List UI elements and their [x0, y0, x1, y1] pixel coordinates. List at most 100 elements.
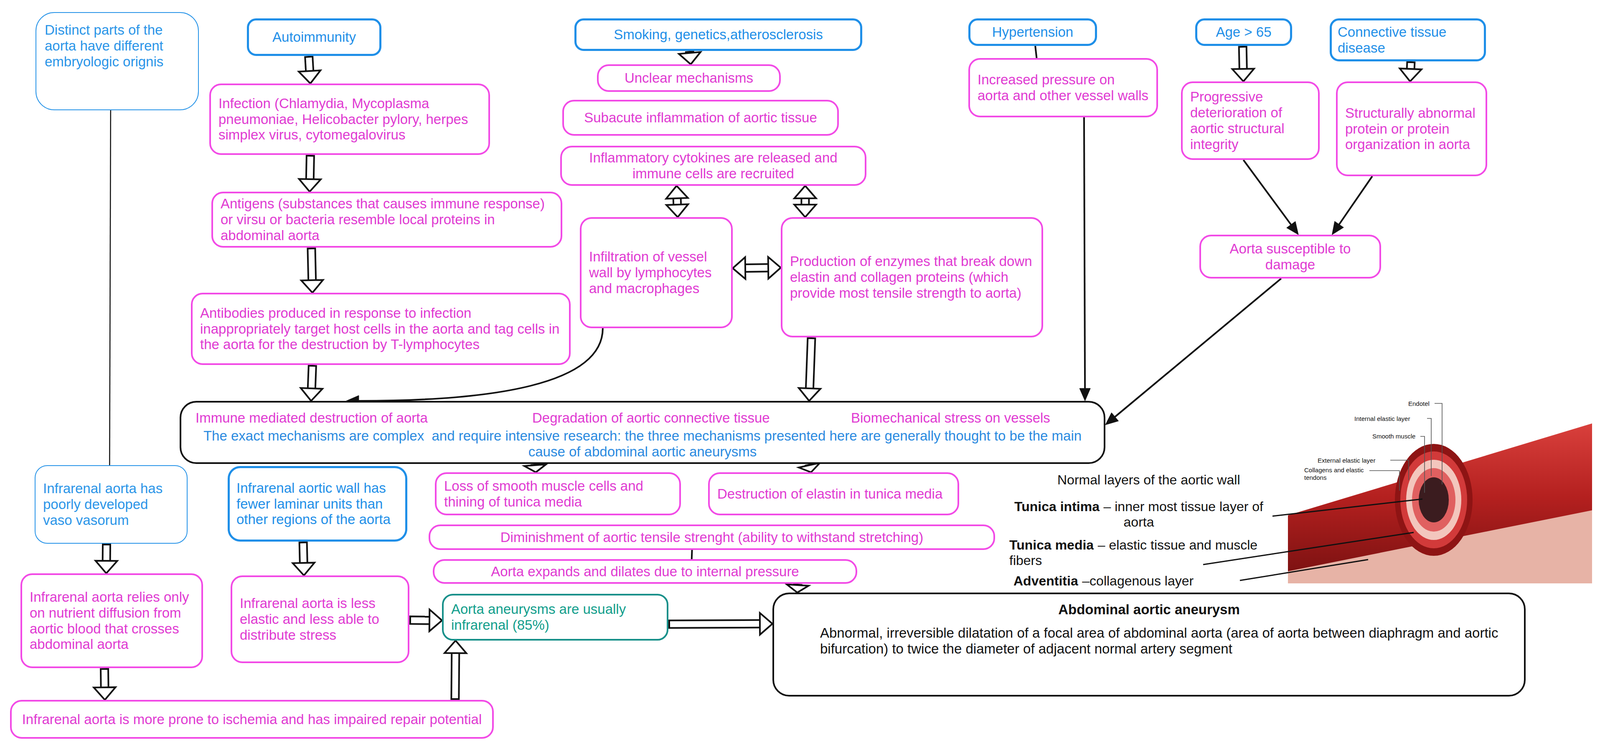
connector-line: [1114, 278, 1282, 417]
connector-line: [311, 366, 313, 389]
label-group: Tunica intima– inner most tissue layer o…: [1009, 499, 1269, 531]
label-text: External elastic layer: [1317, 457, 1376, 465]
arrow-head: [429, 609, 442, 632]
arrow-head: [1232, 68, 1255, 82]
box-heading: Abdominal aortic aneurysm: [799, 601, 1499, 618]
process-box: Infiltration of vessel wall by lymphocyt…: [579, 217, 733, 329]
arrow-head: [798, 388, 821, 402]
summary-box: Immune mediated destruction of aortaDegr…: [179, 401, 1106, 465]
mechanism-heading: Immune mediated destruction of aorta: [195, 410, 522, 427]
connector-line: [745, 264, 769, 272]
connector-line: [1243, 160, 1291, 225]
node-text: Infrarenal aortic wall has fewer laminar…: [236, 480, 399, 529]
label-group: Internal elastic layer: [1354, 415, 1410, 423]
arrow-head: [1079, 388, 1091, 402]
label-group: Smooth muscle: [1372, 432, 1416, 441]
connector-line: [450, 653, 460, 701]
connector-line: [99, 668, 110, 688]
aorta-lumen: [1418, 477, 1449, 523]
connector-line: [674, 198, 681, 205]
connector-line: [800, 198, 810, 205]
node-text: Loss of smooth muscle cells and thining …: [444, 478, 672, 511]
arrow-head: [93, 687, 116, 701]
connector-arrow: [1105, 278, 1282, 425]
process-box: Antigens (substances that causes immune …: [211, 191, 563, 248]
connector-line: [1339, 176, 1373, 225]
arrow-head: [1105, 412, 1119, 425]
connector-arrow: [666, 185, 689, 218]
node-text: Antigens (substances that causes immune …: [220, 195, 554, 244]
label-group: Normal layers of the aortic wall: [1057, 472, 1292, 488]
arrow-head: [759, 613, 773, 635]
connector-line: [109, 110, 111, 466]
process-box: Distinct parts of the aorta have differe…: [35, 12, 199, 111]
connector-arrow: [109, 110, 111, 466]
connector-line: [802, 198, 808, 205]
connector-line: [308, 57, 310, 72]
connector-line: [1406, 61, 1416, 69]
connector-line: [101, 670, 108, 688]
process-box: Subacute inflammation of aortic tissue: [562, 99, 839, 136]
leader-line: [1420, 436, 1425, 493]
connector-arrow: [787, 584, 809, 593]
label-group: Endotel: [1408, 400, 1430, 408]
process-box: Diminishment of aortic tensile strenght …: [428, 524, 996, 551]
process-box: Infrarenal aorta is less elastic and les…: [230, 575, 410, 664]
connector-arrow: [798, 337, 821, 402]
connector-arrow: [299, 154, 321, 192]
arrow-head: [732, 257, 746, 280]
connector-line: [670, 621, 760, 628]
process-box: Aorta expands and dilates due to interna…: [432, 559, 858, 585]
connector-arrow: [93, 668, 116, 701]
process-box: Inflammatory cytokines are released and …: [560, 145, 867, 186]
label-text: Normal layers of the aortic wall: [1057, 472, 1240, 488]
label-text: –collagenous layer: [1081, 573, 1194, 589]
connector-line: [311, 249, 313, 281]
process-box: Loss of smooth muscle cells and thining …: [434, 472, 681, 516]
connector-line: [745, 263, 769, 273]
node-text: Subacute inflammation of aortic tissue: [571, 109, 830, 126]
arrow-head: [666, 204, 689, 218]
connector-line: [308, 55, 310, 72]
node-text: Infrarenal aorta is more prone to ischem…: [19, 711, 485, 728]
connector-arrow: [409, 609, 442, 632]
arrow-head: [444, 640, 467, 654]
connector-arrow: [95, 543, 118, 574]
node-text: Connective tissue disease: [1337, 24, 1479, 56]
node-text: Autoimmunity: [254, 29, 374, 46]
connector-arrow: [524, 464, 547, 473]
process-box: Infection (Chlamydia, Mycoplasma pneumon…: [209, 83, 491, 155]
arrow-head: [1399, 68, 1422, 82]
process-box: Age > 65: [1195, 18, 1293, 46]
layer-name: Adventitia: [1013, 573, 1079, 589]
connector-line: [809, 339, 812, 389]
process-box: Aorta aneurysms are usually infrarenal (…: [441, 594, 669, 641]
node-text: Infiltration of vessel wall by lymphocyt…: [589, 248, 724, 297]
leader-line: [1272, 499, 1423, 517]
node-text: Infection (Chlamydia, Mycoplasma pneumon…: [218, 95, 481, 144]
node-text: Infrarenal aorta has poorly developed va…: [43, 480, 180, 529]
process-box: Destruction of elastin in tunica media: [708, 472, 960, 516]
process-box: Structurally abnormal protein or protein…: [1335, 81, 1488, 177]
connector-arrow: [691, 550, 693, 560]
connector-arrow: [300, 365, 323, 402]
connector-arrow: [292, 541, 315, 576]
connector-line: [409, 615, 430, 625]
node-text: Age > 65: [1203, 24, 1285, 41]
connector-line: [1084, 117, 1085, 389]
layer-name: Tunica intima: [1014, 499, 1100, 515]
connector-arrow: [444, 640, 467, 701]
process-box: Unclear mechanisms: [596, 64, 781, 92]
node-text: Hypertension: [976, 24, 1090, 41]
connector-line: [303, 541, 304, 564]
arrow-head: [524, 464, 547, 473]
connector-arrow: [794, 185, 816, 218]
connector-line: [1035, 45, 1037, 59]
summary-box: Abdominal aortic aneurysmAbnormal, irrev…: [772, 592, 1526, 697]
node-text: Infrarenal aorta relies only on nutrient…: [29, 589, 194, 653]
connector-arrow: [301, 247, 323, 293]
label-group: Adventitia–collagenous layer: [1013, 573, 1248, 590]
connector-line: [690, 550, 694, 560]
arrow-head: [299, 178, 321, 192]
